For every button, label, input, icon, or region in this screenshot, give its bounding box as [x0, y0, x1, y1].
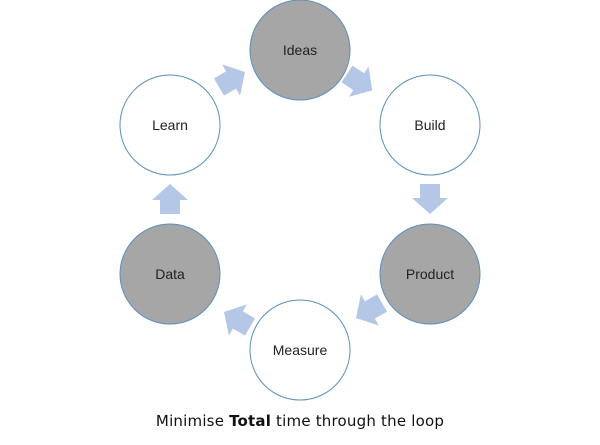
node-build-label: Build	[414, 117, 445, 133]
node-measure: Measure	[249, 299, 351, 401]
node-ideas-circle	[249, 0, 351, 101]
caption-prefix: Minimise	[155, 412, 230, 430]
caption: Minimise Total time through the loop	[0, 412, 600, 430]
node-measure-label: Measure	[273, 342, 328, 358]
arrow-measure-to-data	[224, 304, 255, 336]
node-ideas-label: Ideas	[283, 42, 317, 58]
node-learn-circle	[119, 74, 221, 176]
node-product: Product	[379, 223, 481, 325]
node-product-circle	[379, 223, 481, 325]
arrow-product-to-measure	[356, 294, 387, 326]
node-learn: Learn	[119, 74, 221, 176]
arrow-ideas-to-build	[341, 65, 373, 97]
arrow-learn-to-ideas	[214, 64, 245, 96]
node-ideas: Ideas	[249, 0, 351, 101]
node-product-label: Product	[406, 266, 454, 282]
caption-emphasis: Total	[229, 412, 272, 430]
node-data: Data	[119, 223, 221, 325]
node-data-label: Data	[155, 266, 185, 282]
arrow-build-to-product	[412, 184, 448, 214]
arrow-data-to-learn	[152, 184, 188, 214]
caption-suffix: time through the loop	[271, 412, 445, 430]
node-build: Build	[379, 74, 481, 176]
node-build-circle	[379, 74, 481, 176]
node-learn-label: Learn	[152, 117, 188, 133]
node-data-circle	[119, 223, 221, 325]
node-measure-circle	[249, 299, 351, 401]
